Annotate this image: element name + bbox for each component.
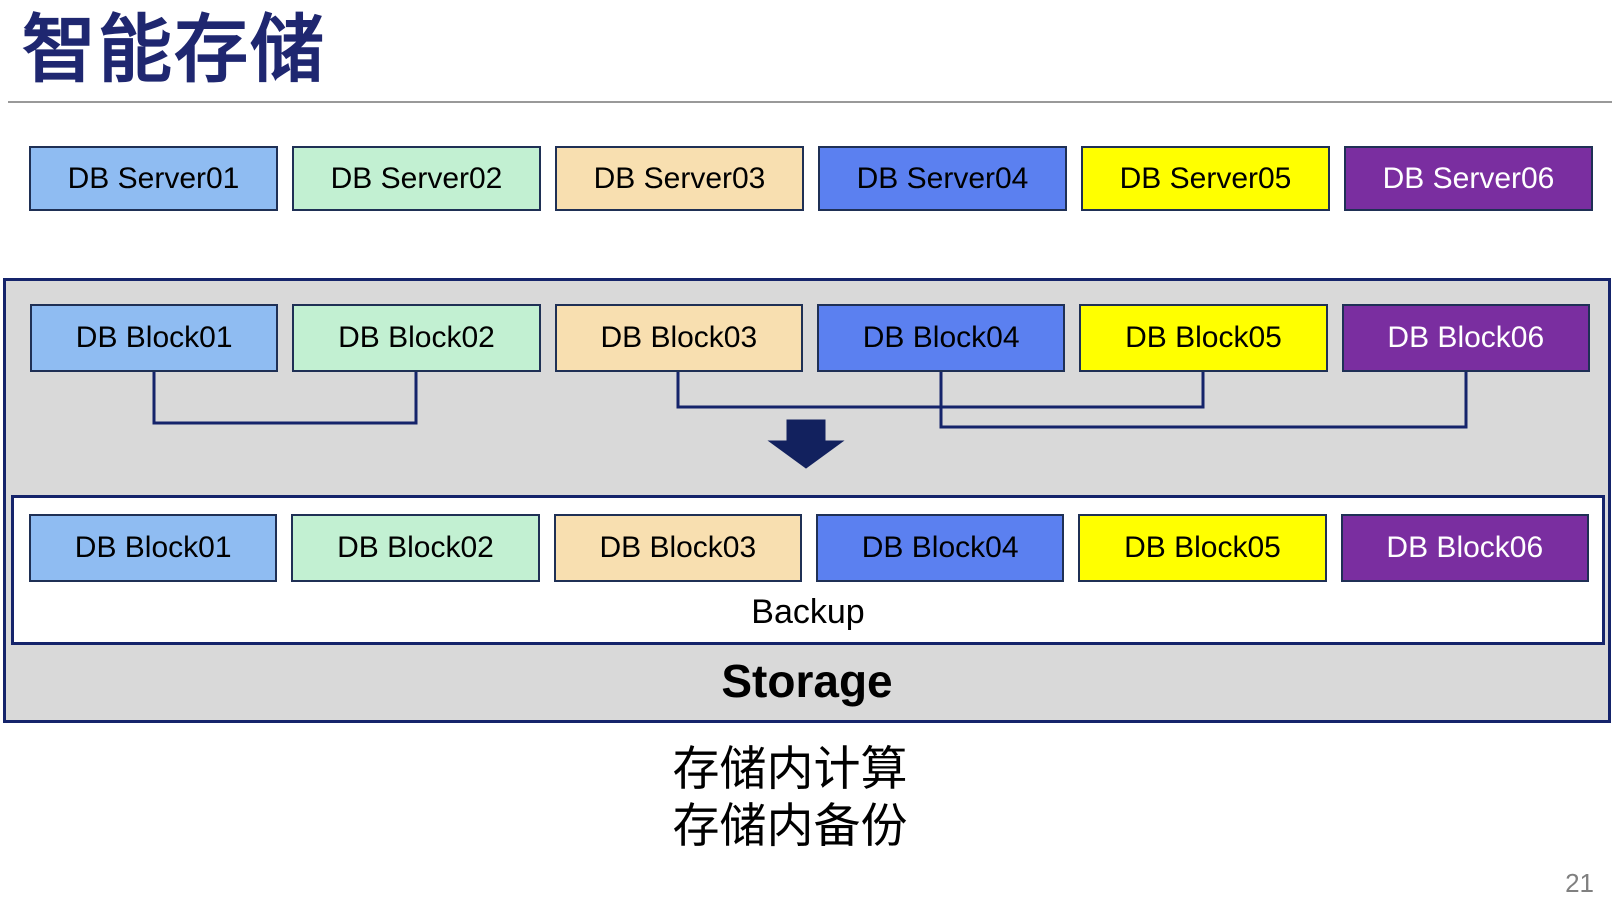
backup-block-box-6: DB Block06: [1340, 514, 1589, 582]
caption-line-2: 存储内备份: [672, 799, 908, 852]
db-server-row: DB Server01 DB Server02 DB Server03 DB S…: [29, 146, 1593, 211]
db-block-box-3: DB Block03: [554, 304, 803, 372]
db-block-box-6: DB Block06: [1341, 304, 1590, 372]
backup-block-box-4: DB Block04: [815, 514, 1065, 582]
db-block-box-1: DB Block01: [30, 304, 279, 372]
backup-box: DB Block01 DB Block02 DB Block03 DB Bloc…: [11, 495, 1605, 645]
storage-label: Storage: [721, 655, 893, 707]
backup-block-box-5: DB Block05: [1078, 514, 1327, 582]
backup-label: Backup: [751, 592, 865, 631]
caption-line-1: 存储内计算: [672, 742, 908, 795]
backup-block-row: DB Block01 DB Block02 DB Block03 DB Bloc…: [29, 514, 1589, 582]
page-title: 智能存储: [22, 8, 326, 91]
backup-block-box-3: DB Block03: [553, 514, 802, 582]
db-server-box-4: DB Server04: [818, 146, 1067, 211]
title-divider: [8, 101, 1612, 103]
storage-container: DB Block01 DB Block02 DB Block03 DB Bloc…: [3, 278, 1611, 723]
db-server-box-6: DB Server06: [1344, 146, 1593, 211]
db-server-box-5: DB Server05: [1081, 146, 1330, 211]
db-block-box-2: DB Block02: [292, 304, 541, 372]
backup-block-box-1: DB Block01: [29, 514, 278, 582]
backup-block-box-2: DB Block02: [291, 514, 540, 582]
db-block-box-5: DB Block05: [1079, 304, 1328, 372]
down-arrow-icon: [767, 419, 845, 469]
page-number: 21: [1565, 868, 1594, 898]
connector-lines: [152, 372, 1468, 469]
db-block-box-4: DB Block04: [816, 304, 1066, 372]
db-server-box-1: DB Server01: [29, 146, 278, 211]
db-server-box-3: DB Server03: [555, 146, 804, 211]
db-block-row: DB Block01 DB Block02 DB Block03 DB Bloc…: [30, 304, 1590, 372]
db-server-box-2: DB Server02: [292, 146, 541, 211]
caption-text: 存储内计算 存储内备份: [0, 740, 1580, 854]
